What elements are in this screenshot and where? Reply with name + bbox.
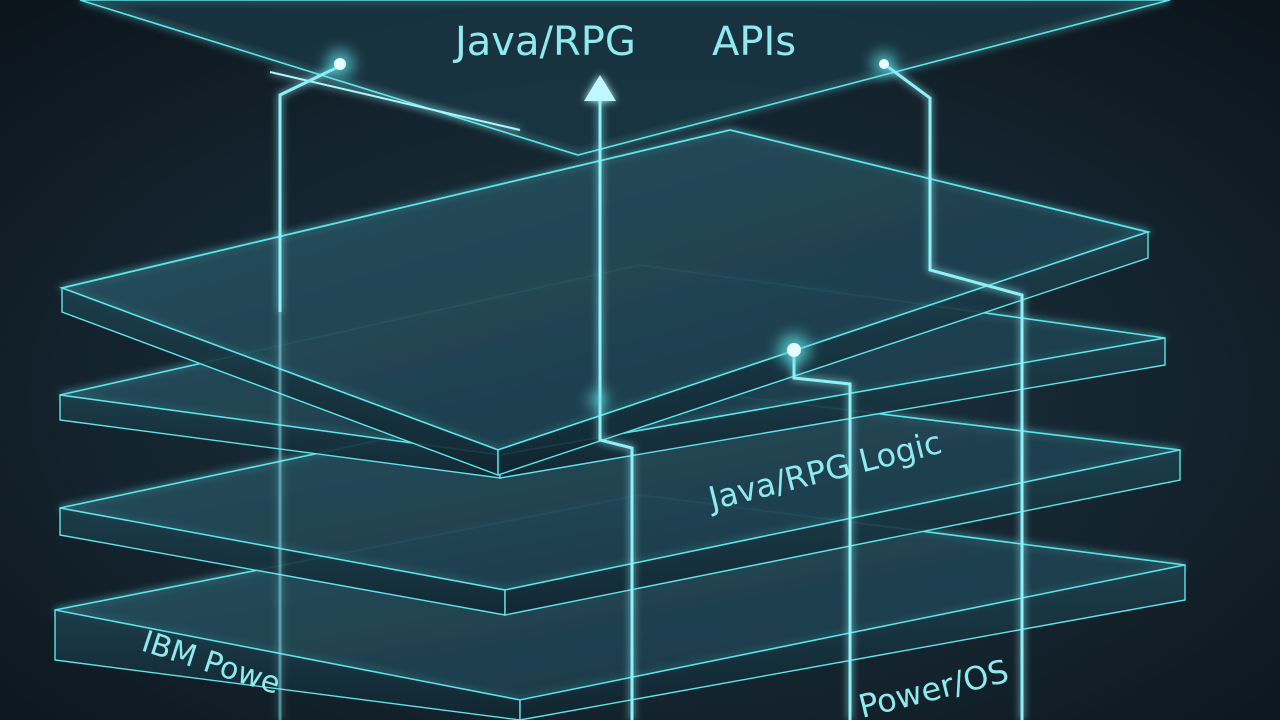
connector-left xyxy=(278,64,341,312)
api-plane: Java/RPG APIs xyxy=(79,0,1171,156)
glow-nodes xyxy=(326,50,896,410)
api-plane-label-java-rpg: Java/RPG xyxy=(452,19,636,65)
node-center-icon xyxy=(787,343,801,357)
up-arrow-icon xyxy=(584,75,616,101)
node-right-icon xyxy=(879,59,889,69)
layer-middle xyxy=(59,384,1181,616)
connector-right xyxy=(883,62,1024,720)
connector-lines xyxy=(278,62,1024,720)
connector-center xyxy=(598,95,634,720)
api-plane-label-apis: APIs xyxy=(712,19,796,65)
node-left-icon xyxy=(334,58,346,70)
